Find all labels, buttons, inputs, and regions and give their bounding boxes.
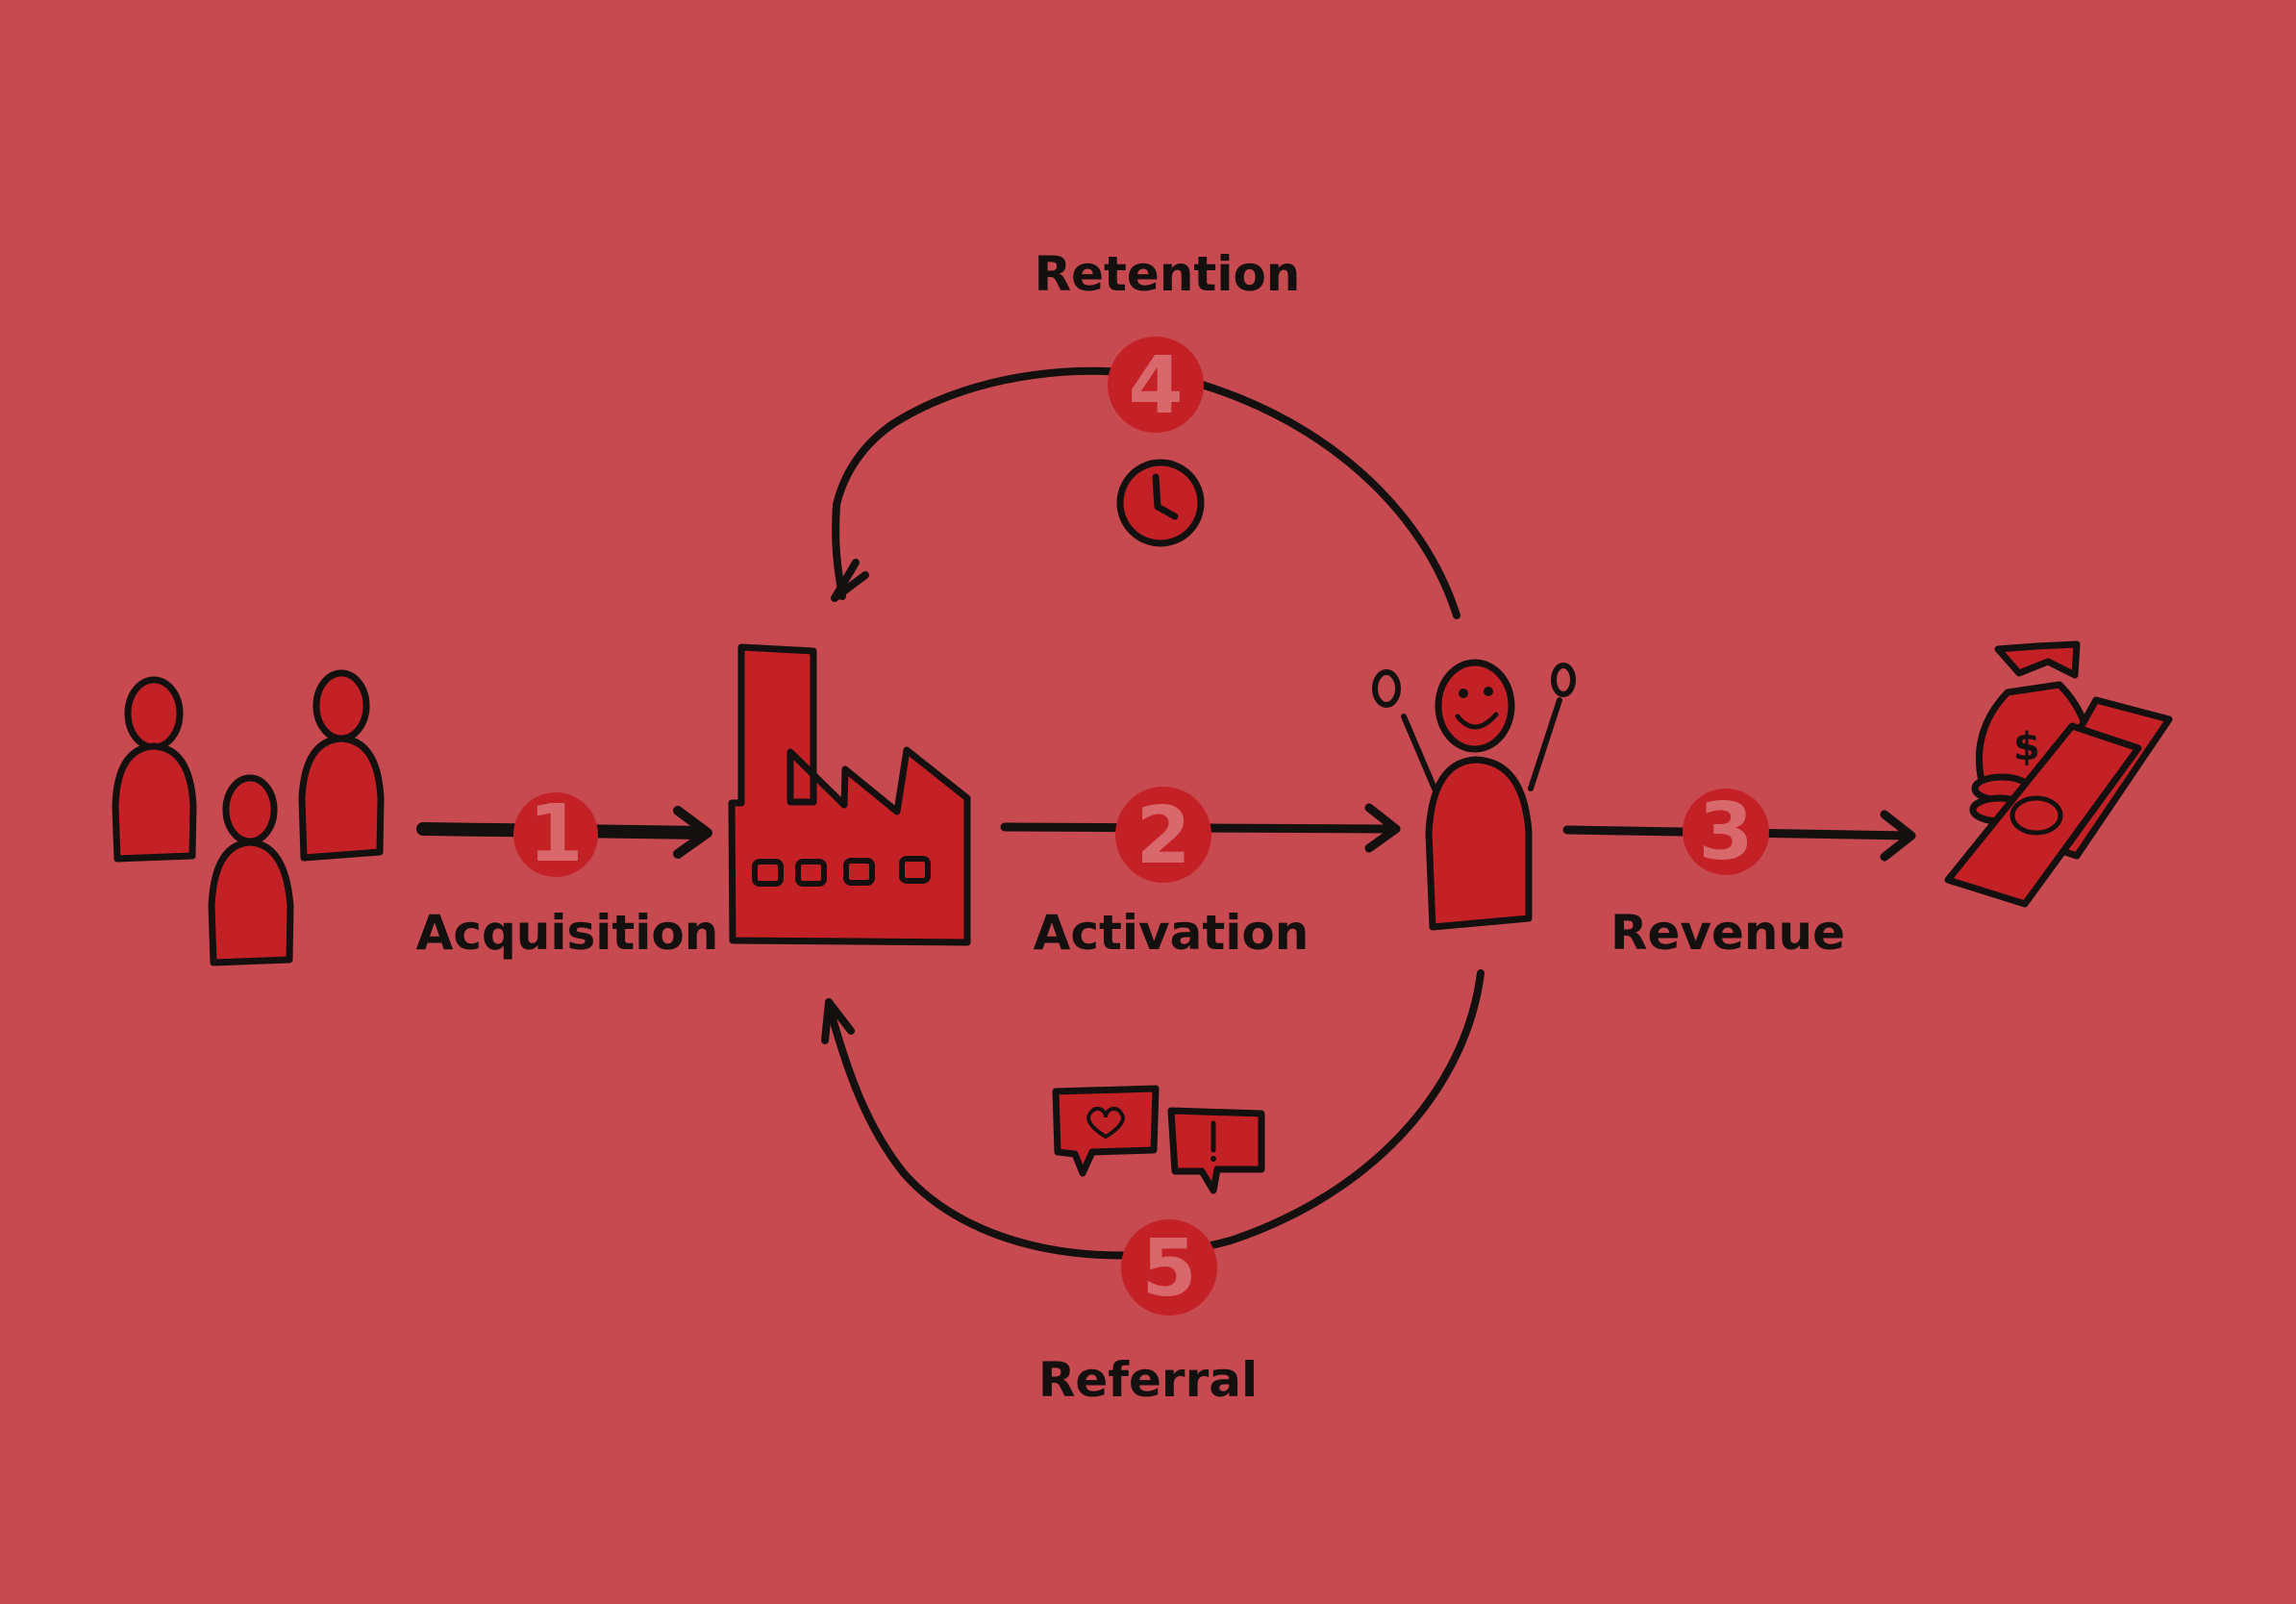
- step-number: 5: [1141, 1223, 1196, 1315]
- person-figure-left: [112, 676, 197, 863]
- clock-icon: [1116, 459, 1205, 547]
- step-badge-3: 3: [1683, 787, 1769, 878]
- factory-icon: [728, 643, 971, 946]
- step-badge-4: 4: [1108, 337, 1204, 433]
- step-number: 3: [1698, 787, 1753, 878]
- step-number: 1: [528, 789, 583, 880]
- retention-label: Retention: [1035, 246, 1301, 302]
- happy-person-icon: [1372, 659, 1576, 931]
- person-figure-right: [298, 669, 385, 862]
- activation-label: Activation: [1034, 905, 1310, 961]
- money-bag-and-banknotes-icon: $: [1944, 640, 2173, 908]
- revenue-label: Revenue: [1610, 905, 1845, 961]
- step-number: 4: [1128, 340, 1183, 432]
- acquisition-label: Acquisition: [416, 905, 719, 961]
- group-of-people-icon: [112, 669, 385, 966]
- step-number: 2: [1136, 790, 1190, 882]
- step-badge-1: 1: [513, 789, 598, 880]
- referral-label: Referral: [1038, 1352, 1258, 1408]
- step-badge-2: 2: [1115, 787, 1211, 883]
- retention-arrow: [831, 366, 1460, 619]
- referral-arrow: [821, 969, 1485, 1260]
- step-badge-5: 5: [1121, 1219, 1217, 1316]
- svg-text:$: $: [2013, 725, 2040, 769]
- speech-bubbles-icon: [1052, 1085, 1265, 1194]
- person-figure-middle: [208, 774, 294, 966]
